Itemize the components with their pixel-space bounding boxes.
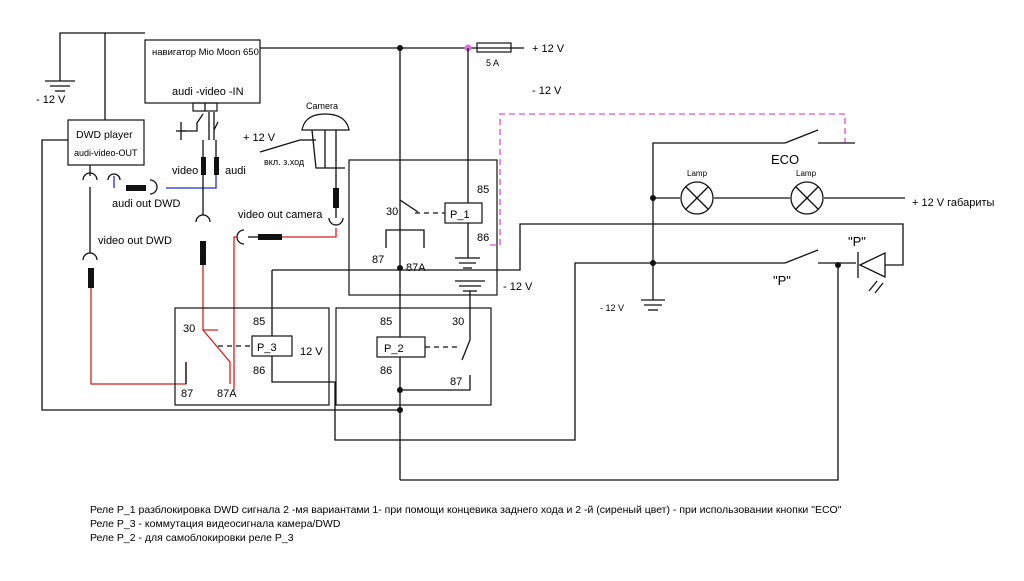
camera-icon: [301, 113, 350, 169]
reverse-switch-label: вкл. з.ход: [264, 157, 305, 167]
lamp-2-label: Lamp: [796, 169, 817, 178]
video-out-dwd-label: video out DWD: [98, 235, 172, 247]
dwd-ground-trunk: [41, 139, 400, 411]
p-led-label: "P": [848, 234, 866, 249]
dwd-player-box: [67, 119, 145, 166]
led-indicator: [857, 251, 886, 294]
right-circuit: [650, 129, 905, 300]
p3-t85: 85: [253, 316, 265, 328]
dwd-output-label: audi-video-OUT: [74, 148, 138, 158]
plus12-top-label: + 12 V: [532, 43, 565, 55]
minus12-p2-label: - 12 V: [503, 281, 533, 293]
p1-t86: 86: [477, 232, 489, 244]
lamp-1-label: Lamp: [687, 169, 708, 178]
p2-t30: 30: [452, 316, 464, 328]
p2-label: P_2: [384, 343, 404, 355]
p2-t86: 86: [380, 365, 392, 377]
p3-t86: 86: [253, 365, 265, 377]
minus12-left-label: - 12 V: [36, 94, 66, 106]
fuse-rating-label: 5 A: [486, 58, 499, 68]
p1-t30: 30: [386, 206, 398, 218]
lamp-2: [790, 181, 824, 215]
video-out-camera-label: video out camera: [238, 209, 323, 221]
camera-video-wire: [236, 168, 344, 245]
p3-t87: 87: [181, 388, 193, 400]
relay-p3: [174, 223, 904, 441]
video-red-camera-to-p3: [233, 236, 237, 390]
p2-t85: 85: [380, 316, 392, 328]
p-switch-label: "P": [773, 273, 791, 288]
eco-pink-line: [490, 113, 846, 246]
note-2: Реле P_3 - коммутация видеосигнала камер…: [90, 518, 341, 530]
p1-t87a: 87A: [406, 262, 426, 274]
top-bus: [59, 32, 524, 268]
camera-label: Camera: [306, 101, 338, 111]
audio-out-dwd-label: audi out DWD: [112, 198, 181, 210]
ground-symbol-left: [45, 80, 75, 92]
navigator-label: навигатор Mio Moon 650: [152, 47, 259, 58]
video-label: video: [172, 165, 198, 177]
p3-label: P_3: [257, 342, 277, 354]
p3-12v-label: 12 V: [300, 346, 323, 358]
minus12-eco-label: - 12 V: [532, 85, 562, 97]
p1-label: P_1: [450, 209, 470, 221]
ground-right: [641, 299, 665, 311]
relay-p1: [348, 48, 498, 296]
av-in-plugs: [201, 140, 219, 175]
p3-t87a: 87A: [217, 388, 237, 400]
eco-label: ECO: [771, 152, 799, 167]
note-1: Реле P_1 разблокировка DWD сигнала 2 -мя…: [90, 504, 842, 516]
p1-t85: 85: [477, 184, 489, 196]
notes: Реле P_1 разблокировка DWD сигнала 2 -мя…: [90, 503, 841, 545]
audi-label: audi: [225, 165, 246, 177]
plus12-gabarity-label: + 12 V габариты: [912, 197, 995, 209]
ground-p2: [455, 280, 485, 292]
nav-video-wire: [195, 175, 218, 331]
fuse: [476, 42, 512, 53]
lamp-1: [680, 181, 714, 215]
navigator-input-label: audi -video -IN: [172, 86, 244, 98]
plus12-camera-label: + 12 V: [243, 132, 276, 144]
reverse-switch: [259, 139, 316, 153]
p1-t87: 87: [372, 254, 384, 266]
note-3: Реле P_2 - для самоблокировки реле P_3: [90, 532, 294, 544]
dwd-player-label: DWD player: [76, 129, 133, 141]
p2-t87: 87: [450, 376, 462, 388]
relay-p2: [335, 265, 839, 481]
minus12-mid-label: - 12 V: [600, 303, 624, 313]
audio-wire: [107, 173, 217, 195]
p3-t30: 30: [183, 323, 195, 335]
av-in-switch: [176, 102, 219, 140]
